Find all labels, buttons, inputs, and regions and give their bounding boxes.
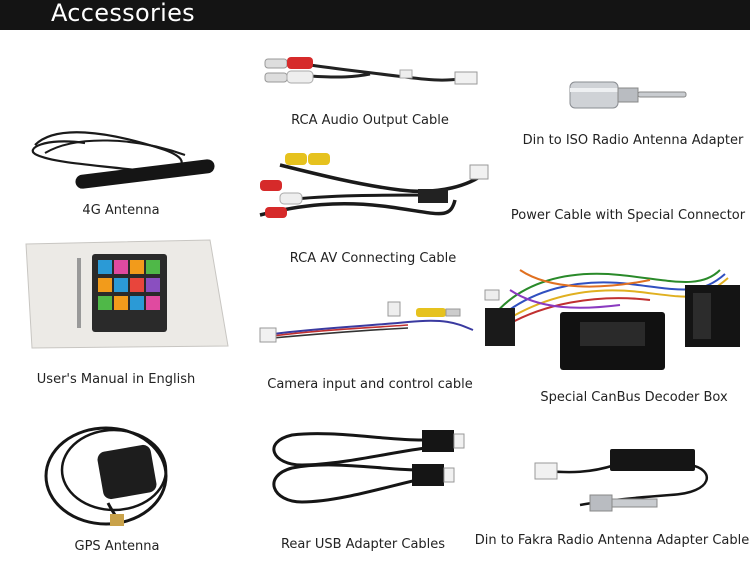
item-label: Power Cable with Special Connector: [510, 208, 746, 223]
item-label: Camera input and control cable: [267, 377, 473, 392]
gps-antenna-icon: [44, 426, 168, 526]
camera-cable-icon: [259, 301, 474, 343]
canbus-box-icon: [484, 269, 740, 370]
item-label: Special CanBus Decoder Box: [540, 390, 728, 405]
item-label: 4G Antenna: [82, 203, 160, 218]
rca-av-cable-icon: [259, 153, 489, 218]
item-label: GPS Antenna: [74, 539, 160, 554]
fakra-adapter-icon: [534, 449, 708, 512]
item-label: RCA Audio Output Cable: [291, 113, 449, 128]
din-iso-adapter-icon: [569, 81, 687, 109]
rca-audio-cable-icon: [264, 57, 478, 85]
manual-icon: [25, 239, 229, 349]
item-label: Din to ISO Radio Antenna Adapter: [522, 133, 744, 148]
4g-antenna-icon: [31, 131, 215, 189]
page-title: Accessories: [51, 0, 195, 27]
item-label: Din to Fakra Radio Antenna Adapter Cable: [474, 533, 750, 548]
page-header: Accessories: [0, 0, 750, 30]
item-label: Rear USB Adapter Cables: [280, 537, 446, 552]
item-label: RCA AV Connecting Cable: [289, 251, 457, 266]
item-label: User's Manual in English: [36, 372, 196, 387]
usb-cable-icon: [272, 430, 465, 504]
